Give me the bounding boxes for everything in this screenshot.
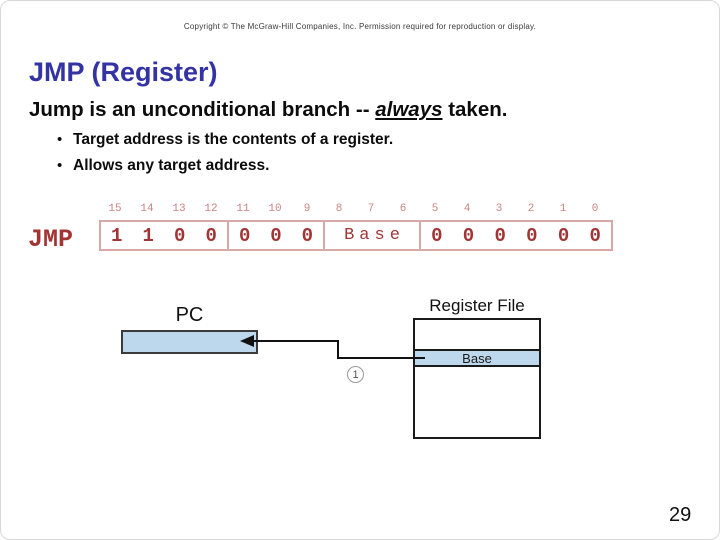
bit-number: 7 bbox=[367, 203, 375, 215]
bit-number: 14 bbox=[140, 203, 154, 215]
bit-number: 1 bbox=[559, 203, 567, 215]
bullet-list: • Target address is the contents of a re… bbox=[57, 131, 393, 183]
bit-number: 11 bbox=[236, 203, 250, 215]
bit-number: 15 bbox=[108, 203, 122, 215]
wire-horizontal-to-pc bbox=[252, 340, 339, 342]
wire-horizontal-from-base bbox=[337, 357, 425, 359]
bit-number: 5 bbox=[431, 203, 439, 215]
bit-number: 12 bbox=[204, 203, 218, 215]
page-title: JMP (Register) bbox=[29, 57, 218, 87]
field-unused-high: 0 0 0 bbox=[227, 220, 325, 251]
arrow-left-icon bbox=[240, 335, 254, 347]
bit-number: 3 bbox=[495, 203, 503, 215]
bit-value: 0 bbox=[431, 224, 443, 247]
bit-number: 0 bbox=[591, 203, 599, 215]
bit-value: 0 bbox=[557, 224, 570, 247]
register-file-box: Base bbox=[413, 318, 541, 439]
field-base: Base bbox=[323, 220, 421, 251]
pc-label: PC bbox=[175, 304, 204, 326]
bit-value: 0 bbox=[462, 224, 475, 247]
bit-value: 0 bbox=[494, 224, 506, 247]
list-item: • Target address is the contents of a re… bbox=[57, 131, 393, 157]
bit-number: 4 bbox=[463, 203, 471, 215]
bit-value: 0 bbox=[238, 224, 251, 247]
bullet-icon: • bbox=[57, 157, 63, 174]
field-opcode: 1 1 0 0 bbox=[99, 220, 229, 251]
bit-value: 0 bbox=[526, 224, 538, 247]
bit-value: 0 bbox=[205, 224, 217, 247]
bit-value: 1 bbox=[142, 224, 154, 247]
lead-emphasis: always bbox=[375, 98, 443, 121]
mnemonic-label: JMP bbox=[28, 225, 74, 254]
bit-number: 13 bbox=[172, 203, 186, 215]
bit-value: 0 bbox=[589, 224, 601, 247]
base-register-row: Base bbox=[415, 349, 539, 367]
base-row-label: Base bbox=[462, 350, 492, 366]
field-boxes: 1 1 0 0 0 0 0 Base 0 0 0 0 0 0 bbox=[99, 220, 615, 251]
bit-value: 0 bbox=[301, 224, 314, 247]
bit-number: 8 bbox=[335, 203, 343, 215]
lead-prefix: Jump is an unconditional branch -- bbox=[29, 98, 376, 121]
bit-number: 2 bbox=[527, 203, 535, 215]
step-1-marker: 1 bbox=[347, 366, 364, 383]
bit-number-row: 15 14 13 12 11 10 9 8 7 6 5 4 3 2 1 0 bbox=[99, 203, 611, 215]
register-file-label: Register File bbox=[429, 296, 525, 315]
bullet-text: Allows any target address. bbox=[73, 157, 270, 174]
base-field-label: Base bbox=[344, 226, 405, 245]
lead-suffix: taken. bbox=[442, 98, 508, 121]
bit-number: 10 bbox=[268, 203, 282, 215]
bit-value: 1 bbox=[111, 224, 123, 247]
page-number: 29 bbox=[669, 504, 692, 526]
bit-number: 9 bbox=[303, 203, 311, 215]
step-1-label: 1 bbox=[352, 368, 359, 381]
bit-value: 0 bbox=[174, 224, 186, 247]
bullet-text: Target address is the contents of a regi… bbox=[73, 131, 394, 148]
wire-vertical-step bbox=[337, 340, 339, 359]
pc-register-box bbox=[121, 330, 258, 354]
bit-number: 6 bbox=[399, 203, 407, 215]
copyright-notice: Copyright © The McGraw-Hill Companies, I… bbox=[183, 22, 537, 31]
bullet-icon: • bbox=[57, 131, 63, 148]
field-unused-low: 0 0 0 0 0 0 bbox=[419, 220, 613, 251]
bit-value: 0 bbox=[270, 224, 282, 247]
list-item: • Allows any target address. bbox=[57, 157, 393, 183]
lead-sentence: Jump is an unconditional branch -- alway… bbox=[29, 98, 507, 122]
